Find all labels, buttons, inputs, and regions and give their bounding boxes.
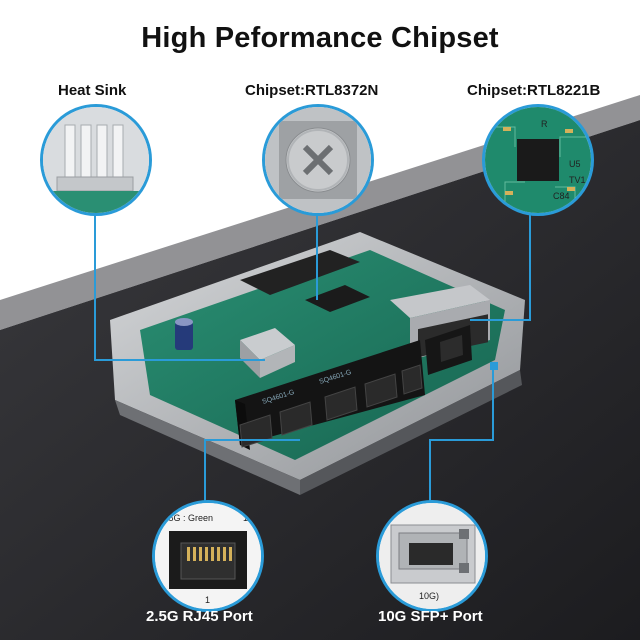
sfp-zoom-label: 10G) bbox=[419, 591, 439, 601]
heat-sink-zoom bbox=[40, 104, 152, 216]
rj45-zoom-label: 2.5G : Green bbox=[161, 513, 213, 523]
chipset-rtl8372n-image bbox=[265, 107, 371, 213]
chipset-rtl8221b-label: Chipset:RTL8221B bbox=[467, 82, 601, 99]
chipset-rtl8372n-zoom bbox=[262, 104, 374, 216]
heat-sink-image bbox=[43, 107, 149, 213]
chip2-r-text: R bbox=[541, 119, 548, 129]
chipset-rtl8372n-label: Chipset:RTL8372N bbox=[245, 82, 379, 99]
heat-sink-label: Heat Sink bbox=[58, 82, 127, 99]
chipset-rtl8221b-zoom: C84 U5 TV1 R bbox=[482, 104, 594, 216]
rj45-zoom-port-number: 1 bbox=[205, 595, 210, 605]
sfp-port-zoom: 10G) bbox=[376, 500, 488, 612]
chipset-rtl8221b-image: C84 U5 TV1 R bbox=[485, 107, 591, 213]
network-board-device: SQ4601-G SQ4601-G bbox=[110, 232, 525, 495]
sfp-port-image: 10G) bbox=[379, 503, 485, 609]
sfp-port-label: 10G SFP+ Port bbox=[378, 608, 483, 625]
chip2-c84-text: C84 bbox=[553, 191, 570, 201]
chip2-tv1-text: TV1 bbox=[569, 175, 586, 185]
chip2-u5-text: U5 bbox=[569, 159, 581, 169]
rj45-port-zoom: 2.5G : Green 1G 1 bbox=[152, 500, 264, 612]
rj45-port-image: 2.5G : Green 1G 1 bbox=[155, 503, 261, 609]
board-heat-sink bbox=[240, 328, 295, 378]
rj45-port-label: 2.5G RJ45 Port bbox=[146, 608, 253, 625]
page-title: High Peformance Chipset bbox=[141, 22, 499, 54]
